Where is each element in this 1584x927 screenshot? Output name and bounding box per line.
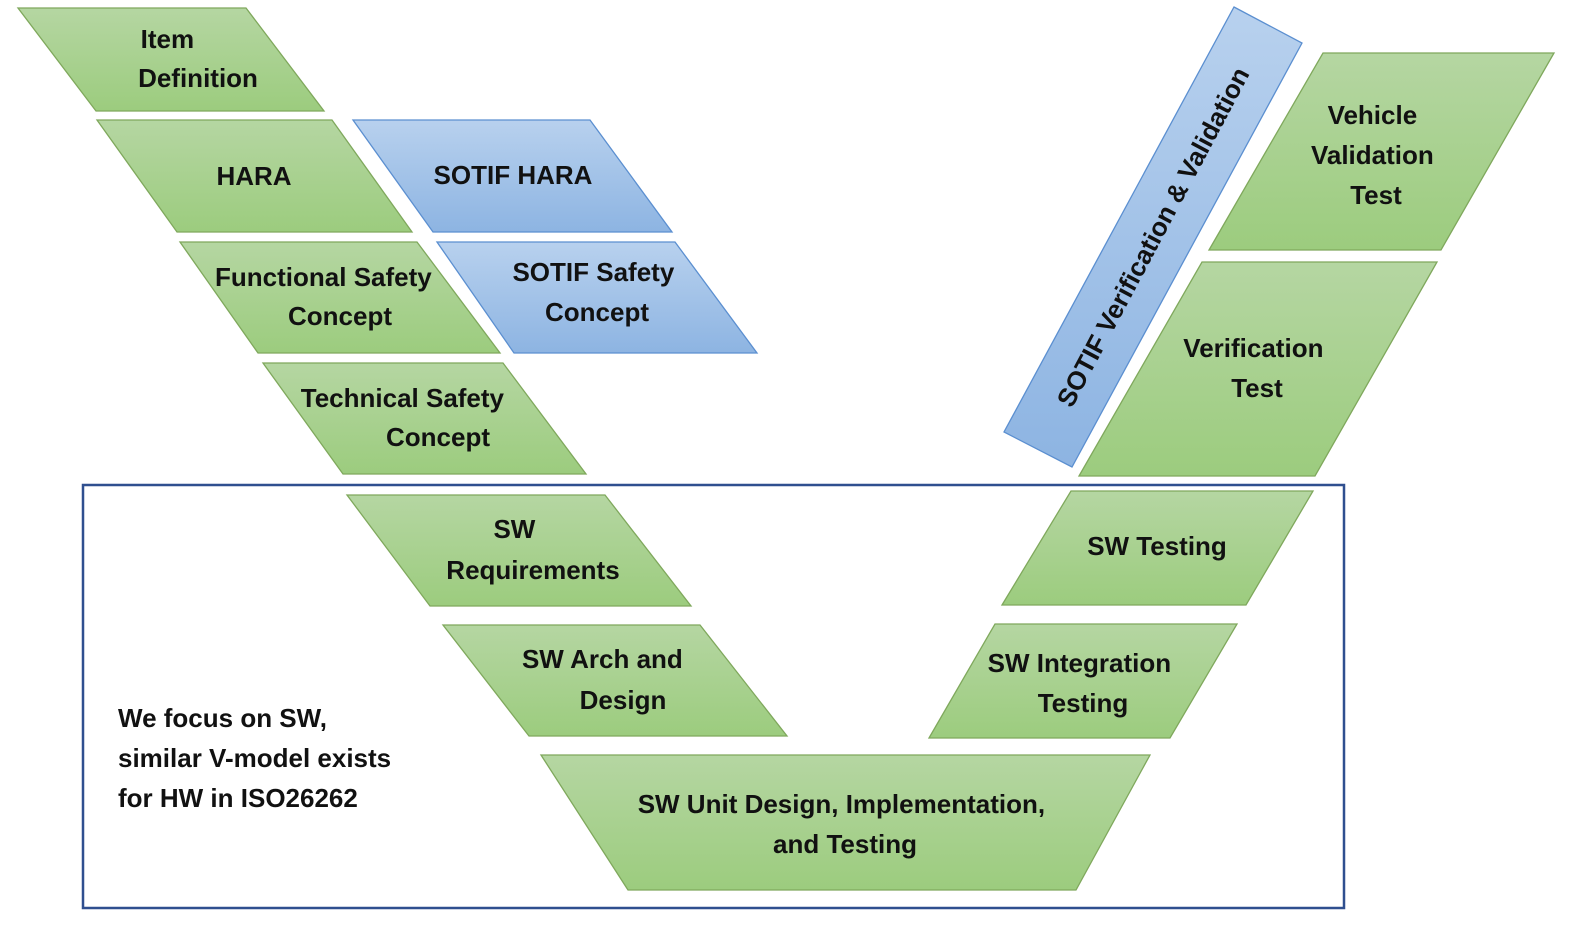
vehicle-validation-test-line-3: Test <box>1350 180 1402 210</box>
sotif-safety-concept-line-1: SOTIF Safety <box>512 257 674 287</box>
sw-arch-design-line-1: SW Arch and <box>522 644 683 674</box>
sw-unit-design-line-2: and Testing <box>773 829 917 859</box>
sw-arch-design-line-2: Design <box>580 685 667 715</box>
verification-test-line-1: Verification <box>1183 333 1323 363</box>
technical-safety-concept-line-1: Technical Safety <box>301 383 505 413</box>
svg-text:SW Integration Testing: SW Integration Testing <box>988 648 1179 718</box>
scope-note-line-1: We focus on SW, <box>118 703 327 733</box>
sw-integration-testing-line-2: Testing <box>1038 688 1129 718</box>
verification-test-box: Verification Test <box>1077 261 1439 477</box>
svg-text:HARA: HARA <box>216 161 291 191</box>
hara-box: HARA <box>95 119 414 233</box>
technical-safety-concept-box: Technical Safety Concept <box>261 362 588 475</box>
hara-label: HARA <box>216 161 291 191</box>
vehicle-validation-test-box: Vehicle Validation Test <box>1207 52 1556 251</box>
sw-arch-design-box: SW Arch and Design <box>441 624 789 737</box>
sw-requirements-line-2: Requirements <box>446 555 619 585</box>
functional-safety-concept-box: Functional Safety Concept <box>178 241 502 354</box>
vehicle-validation-test-line-1: Vehicle <box>1328 100 1418 130</box>
verification-test-line-2: Test <box>1231 373 1283 403</box>
sotif-safety-concept-line-2: Concept <box>545 297 649 327</box>
item-definition-line-2: Definition <box>138 63 258 93</box>
sotif-hara-label: SOTIF HARA <box>434 160 593 190</box>
functional-safety-concept-line-2: Concept <box>288 301 392 331</box>
sw-testing-label: SW Testing <box>1087 531 1227 561</box>
svg-text:SW Arch and Design: SW Arch and Design <box>522 644 690 715</box>
sw-integration-testing-box: SW Integration Testing <box>927 623 1239 739</box>
software-scope-frame <box>81 483 1346 910</box>
sw-unit-design-box: SW Unit Design, Implementation, and Test… <box>539 754 1152 891</box>
svg-text:SW Unit Design, Implementation: SW Unit Design, Implementation, and Test… <box>638 789 1053 859</box>
scope-note-line-2: similar V-model exists <box>118 743 391 773</box>
sw-unit-design-line-1: SW Unit Design, Implementation, <box>638 789 1045 819</box>
svg-text:SOTIF Safety Concept: SOTIF Safety Concept <box>512 257 681 327</box>
svg-text:Technical Safety Concept: Technical Safety Concept <box>301 383 512 452</box>
svg-text:SW Testing: SW Testing <box>1087 531 1227 561</box>
svg-text:SOTIF HARA: SOTIF HARA <box>434 160 593 190</box>
scope-note: We focus on SW, similar V-model exists f… <box>118 703 398 813</box>
sw-requirements-line-1: SW <box>493 514 535 544</box>
vehicle-validation-test-line-2: Validation <box>1311 140 1434 170</box>
sw-testing-box: SW Testing <box>1000 490 1315 606</box>
svg-text:SW Requirements: SW Requirements <box>446 514 619 585</box>
functional-safety-concept-line-1: Functional Safety <box>215 262 432 292</box>
item-definition-box: Item Definition <box>16 7 326 112</box>
svg-text:Item Definition: Item Definition <box>138 24 258 93</box>
item-definition-line-1: Item <box>141 24 194 54</box>
sw-integration-testing-line-1: SW Integration <box>988 648 1171 678</box>
technical-safety-concept-line-2: Concept <box>386 422 490 452</box>
svg-text:Verification Test: Verification Test <box>1183 333 1330 403</box>
sw-requirements-box: SW Requirements <box>345 494 693 607</box>
sotif-safety-concept-box: SOTIF Safety Concept <box>435 241 759 354</box>
svg-text:Functional Safety Concep: Functional Safety Concept <box>215 262 439 331</box>
scope-note-line-3: for HW in ISO26262 <box>118 783 358 813</box>
sotif-hara-box: SOTIF HARA <box>351 119 674 233</box>
svg-text:Vehicle Validation: Vehicle Validation Test <box>1311 100 1441 210</box>
